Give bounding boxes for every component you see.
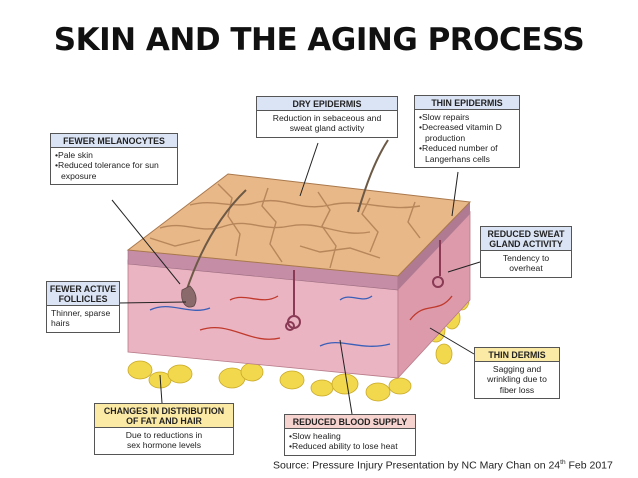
label-line: Thinner, sparse	[51, 308, 111, 318]
label-reduced-blood-supply: REDUCED BLOOD SUPPLY •Slow healing •Redu…	[284, 414, 416, 456]
label-line: •Slow healing	[289, 431, 341, 441]
label-line: •Pale skin	[55, 150, 93, 160]
label-line: Tendency to	[502, 253, 550, 263]
fat-globules	[127, 289, 470, 402]
label-line: Due to reductions in	[125, 430, 203, 440]
label-heading-line: OF FAT AND HAIR	[126, 416, 202, 426]
leader-lines	[111, 142, 481, 415]
label-thin-epidermis: THIN EPIDERMIS •Slow repairs •Decreased …	[414, 95, 520, 169]
epidermis-cracks	[149, 183, 421, 269]
label-changes-in-distribution: CHANGES IN DISTRIBUTION OF FAT AND HAIR …	[94, 403, 234, 455]
label-line: •Reduced ability to lose heat	[289, 441, 398, 452]
label-heading-line: FEWER ACTIVE	[49, 284, 117, 294]
source-note: Source: Pressure Injury Presentation by …	[273, 459, 613, 472]
label-line: •Decreased vitamin D	[419, 122, 502, 133]
label-line: fiber loss	[499, 384, 535, 395]
label-line: Sagging and	[492, 364, 542, 374]
label-heading: REDUCED SWEAT GLAND ACTIVITY	[481, 227, 571, 251]
label-line: •Reduced number of	[419, 143, 498, 154]
source-superscript: th	[560, 459, 566, 466]
label-thin-dermis: THIN DERMIS Sagging and wrinkling due to…	[474, 347, 560, 400]
sweat-glands	[285, 240, 444, 331]
hair-shafts	[185, 139, 389, 293]
label-line: wrinkling due to	[487, 374, 547, 385]
label-line: exposure	[61, 170, 97, 181]
source-text-after: Feb 2017	[565, 459, 613, 472]
label-heading: CHANGES IN DISTRIBUTION OF FAT AND HAIR	[95, 404, 233, 428]
label-line: overheat	[509, 263, 543, 274]
label-heading: REDUCED BLOOD SUPPLY	[285, 415, 415, 429]
label-line: sweat gland activity	[289, 123, 365, 134]
label-line: Reduction in sebaceous and	[272, 113, 382, 123]
label-line: production	[425, 132, 466, 143]
label-heading: DRY EPIDERMIS	[257, 97, 397, 111]
label-line: Langerhans cells	[425, 153, 490, 164]
label-fewer-active-follicles: FEWER ACTIVE FOLLICLES Thinner, sparse h…	[46, 281, 120, 333]
label-fewer-melanocytes: FEWER MELANOCYTES •Pale skin •Reduced to…	[50, 133, 178, 186]
label-reduced-sweat-gland-activity: REDUCED SWEAT GLAND ACTIVITY Tendency to…	[480, 226, 572, 278]
label-heading-line: GLAND ACTIVITY	[489, 239, 563, 249]
label-heading-line: FOLLICLES	[58, 294, 108, 304]
label-dry-epidermis: DRY EPIDERMIS Reduction in sebaceous and…	[256, 96, 398, 138]
label-heading: THIN DERMIS	[475, 348, 559, 362]
label-line: hairs	[51, 318, 70, 329]
source-text: Source: Pressure Injury Presentation by …	[273, 459, 561, 472]
label-line: •Reduced tolerance for sun	[55, 160, 159, 171]
slide-title: SKIN AND THE AGING PROCESS	[53, 22, 585, 58]
label-heading-line: REDUCED SWEAT	[487, 229, 565, 239]
label-line: •Slow repairs	[419, 112, 470, 122]
blood-vessels	[149, 295, 453, 347]
label-heading: THIN EPIDERMIS	[415, 96, 519, 110]
label-line: sex hormone levels	[126, 440, 202, 451]
label-heading: FEWER MELANOCYTES	[51, 134, 177, 148]
label-heading: FEWER ACTIVE FOLLICLES	[47, 282, 119, 306]
label-heading-line: CHANGES IN DISTRIBUTION	[103, 406, 225, 416]
